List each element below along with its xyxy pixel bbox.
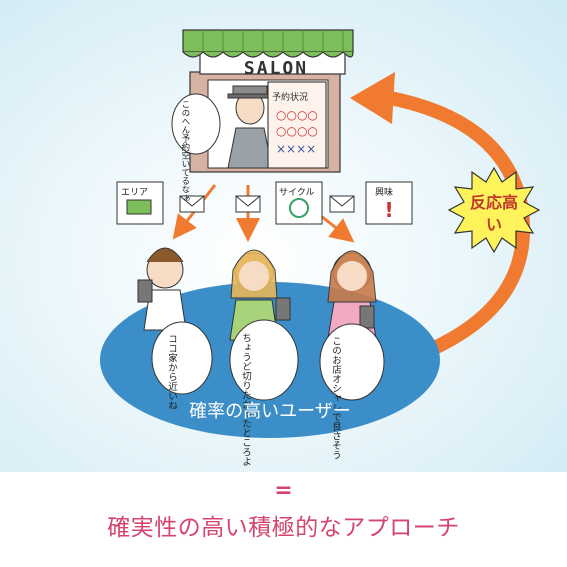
envelope-icon xyxy=(329,195,355,213)
cycle-icon xyxy=(289,198,309,218)
bubble-right-shape xyxy=(319,323,385,401)
bubble-middle-text: ちょうど切りたかったところよ xyxy=(240,333,251,466)
caption-text: 確実性の高い積極的なアプローチ xyxy=(107,515,460,541)
bubble-left-text: ココ家から近いね xyxy=(165,334,177,410)
illustration-panel: ! xyxy=(0,0,567,472)
envelope-icon xyxy=(235,195,261,213)
reaction-burst xyxy=(447,166,541,254)
user-group-label: 確率の高いユーザー xyxy=(189,401,351,422)
tag-interest-label: 興味 xyxy=(375,188,394,198)
shopkeeper-bubble-text: このへん予約空いてるなぁ xyxy=(179,100,190,202)
board-title: 予約状況 xyxy=(272,93,309,103)
board-row-3: ×××× xyxy=(276,142,317,156)
board-row-2: ○○○○ xyxy=(276,124,318,138)
bubble-right-text: このお店オシャレで良さそう xyxy=(330,336,341,460)
area-icon xyxy=(126,199,152,215)
shopkeeper-bubble-shape xyxy=(171,93,221,155)
tag-cycle-label: サイクル xyxy=(279,188,315,198)
tag-area-label: エリア xyxy=(121,188,149,198)
envelope-icon xyxy=(179,195,205,213)
board-row-1: ○○○○ xyxy=(276,108,318,122)
bubble-left-shape xyxy=(151,321,213,395)
user-left xyxy=(137,247,187,331)
feedback-arrowhead xyxy=(350,72,395,124)
shop-sign: SALON xyxy=(243,58,309,79)
equals-sign: = xyxy=(274,478,293,503)
bubble-middle-shape xyxy=(229,319,299,401)
tag-interest-box xyxy=(365,181,413,225)
tag-cycle-box xyxy=(275,181,323,225)
reaction-label: 反応高い xyxy=(469,193,518,234)
awning xyxy=(182,29,354,58)
scene-svg: ! xyxy=(100,29,541,438)
interest-icon: ! xyxy=(384,198,393,222)
